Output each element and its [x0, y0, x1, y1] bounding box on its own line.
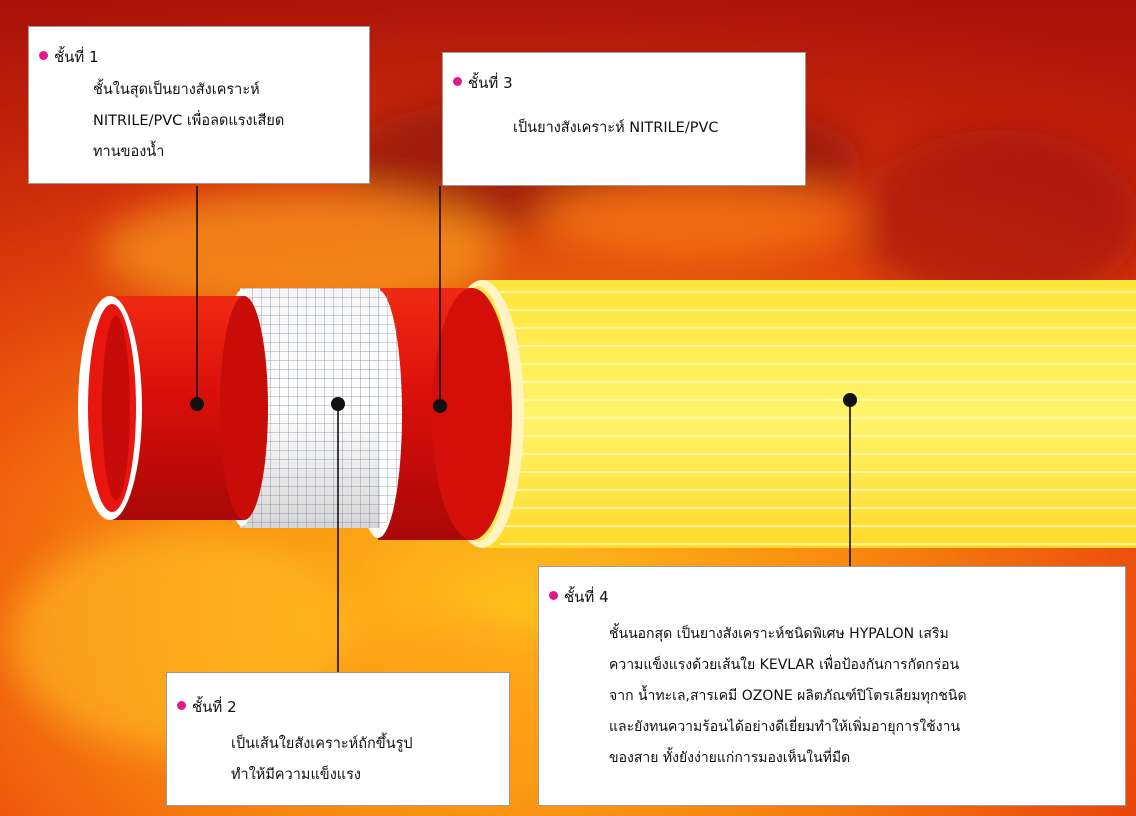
bullet-dot	[177, 701, 186, 710]
callout-title: ชั้นที่ 4	[549, 585, 609, 609]
callout-body: ชั้นนอกสุด เป็นยางสังเคราะห์ชนิดพิเศษ HY…	[609, 619, 967, 774]
layer-3-line-1: เป็นยางสังเคราะห์ NITRILE/PVC	[513, 120, 719, 136]
bullet-dot	[39, 51, 48, 60]
layer-1-title: ชั้นที่ 1	[54, 48, 99, 66]
layer-1-line-2: NITRILE/PVC เพื่อลดแรงเสียด	[93, 113, 285, 129]
callout-layer-2: ชั้นที่ 2 เป็นเส้นใยสังเคราะห์ถักขึ้นรูป…	[166, 672, 510, 806]
layer-4-line-3: จาก น้ำทะเล,สารเคมี OZONE ผลิตภัณฑ์ปิโตร…	[609, 688, 967, 704]
layer-4-line-4: และยังทนความร้อนได้อย่างดีเยี่ยมทำให้เพิ…	[609, 719, 961, 735]
layer-1-line-1: ชั้นในสุดเป็นยางสังเคราะห์	[93, 82, 260, 98]
callout-body: เป็นยางสังเคราะห์ NITRILE/PVC	[513, 113, 719, 144]
callout-body: ชั้นในสุดเป็นยางสังเคราะห์ NITRILE/PVC เ…	[93, 75, 284, 168]
layer-4-line-2: ความแข็งแรงด้วยเส้นใย KEVLAR เพื่อป้องกั…	[609, 657, 960, 673]
layer-4-line-5: ของสาย ทั้งยังง่ายแก่การมองเห็นในที่มืด	[609, 750, 851, 766]
layer-2-line-1: เป็นเส้นใยสังเคราะห์ถักขึ้นรูป	[231, 736, 413, 752]
layer-2-title: ชั้นที่ 2	[192, 698, 237, 716]
bullet-dot	[549, 591, 558, 600]
layer-3-title: ชั้นที่ 3	[468, 74, 513, 92]
callout-layer-4: ชั้นที่ 4 ชั้นนอกสุด เป็นยางสังเคราะห์ชน…	[538, 566, 1126, 806]
layer-4-line-1: ชั้นนอกสุด เป็นยางสังเคราะห์ชนิดพิเศษ HY…	[609, 626, 949, 642]
callout-title: ชั้นที่ 1	[39, 45, 99, 69]
layer-2-line-2: ทำให้มีความแข็งแรง	[231, 767, 361, 783]
layer-4-title: ชั้นที่ 4	[564, 588, 609, 606]
callout-title: ชั้นที่ 2	[177, 695, 237, 719]
bullet-dot	[453, 77, 462, 86]
callout-layer-1: ชั้นที่ 1 ชั้นในสุดเป็นยางสังเคราะห์ NIT…	[28, 26, 370, 184]
callout-body: เป็นเส้นใยสังเคราะห์ถักขึ้นรูป ทำให้มีคว…	[231, 729, 413, 791]
callout-title: ชั้นที่ 3	[453, 71, 513, 95]
layer-1-line-3: ทานของน้ำ	[93, 144, 165, 160]
callout-layer-3: ชั้นที่ 3 เป็นยางสังเคราะห์ NITRILE/PVC	[442, 52, 806, 186]
